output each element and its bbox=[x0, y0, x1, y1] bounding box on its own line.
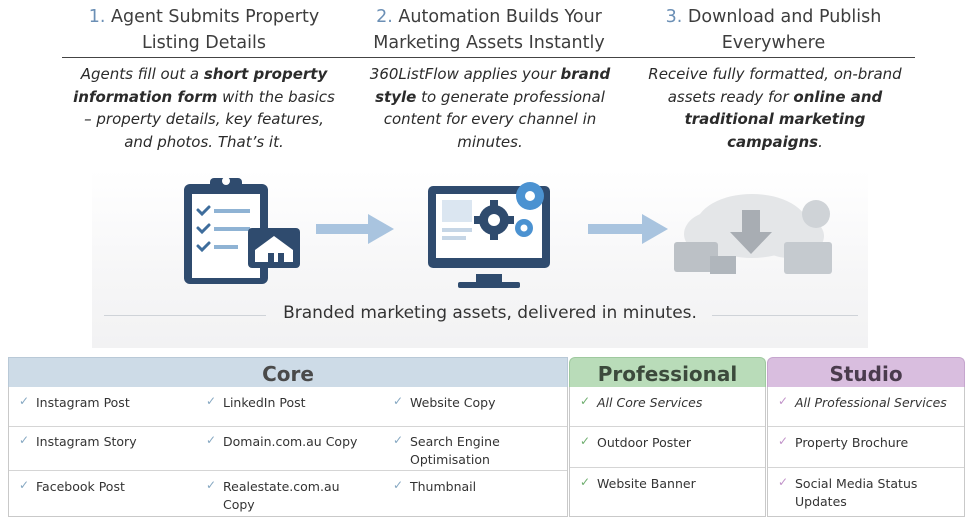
row-divider bbox=[768, 426, 964, 427]
check-icon: ✓ bbox=[19, 394, 30, 408]
check-icon: ✓ bbox=[206, 433, 217, 447]
feature-label: Facebook Post bbox=[36, 479, 125, 494]
desc-2-text-c: to generate professional content for eve… bbox=[383, 87, 605, 151]
check-icon: ✓ bbox=[778, 434, 789, 448]
step-3-description: Receive fully formatted, on-brand assets… bbox=[646, 63, 904, 153]
studio-plan-features: ✓ All Professional Services ✓ Property B… bbox=[767, 387, 965, 517]
check-icon: ✓ bbox=[393, 433, 404, 447]
feature-label: LinkedIn Post bbox=[223, 395, 306, 410]
check-icon: ✓ bbox=[580, 394, 591, 408]
feature-label: Instagram Post bbox=[36, 395, 130, 410]
step-2-title: 2. Automation Builds Your Marketing Asse… bbox=[346, 4, 632, 56]
step-2-number: 2. bbox=[376, 7, 393, 27]
check-icon: ✓ bbox=[19, 478, 30, 492]
desc-2-text-a: 360ListFlow applies your bbox=[369, 65, 561, 83]
feature-label: Website Banner bbox=[597, 476, 696, 491]
cloud-download-icon bbox=[674, 194, 832, 274]
professional-plan-features: ✓ All Core Services ✓ Outdoor Poster ✓ W… bbox=[569, 387, 766, 517]
workflow-illustration bbox=[92, 170, 868, 348]
core-plan-features: ✓ Instagram Post ✓ LinkedIn Post ✓ Websi… bbox=[8, 387, 568, 517]
desc-2-text-bold: brand style bbox=[375, 65, 611, 106]
feature-label: All Professional Services bbox=[795, 395, 947, 410]
clipboard-house-icon bbox=[184, 177, 300, 284]
feature-label: Search Engine Optimisation bbox=[410, 434, 500, 467]
tagline-rule-right bbox=[712, 315, 858, 316]
check-icon: ✓ bbox=[580, 475, 591, 489]
feature-label: Instagram Story bbox=[36, 434, 137, 449]
check-icon: ✓ bbox=[778, 394, 789, 408]
check-icon: ✓ bbox=[393, 394, 404, 408]
step-1-title-text: Agent Submits Property Listing Details bbox=[111, 7, 320, 53]
feature-label: Social Media Status Updates bbox=[795, 476, 918, 509]
check-icon: ✓ bbox=[19, 433, 30, 447]
step-3-title-text: Download and Publish Everywhere bbox=[687, 7, 882, 53]
row-divider bbox=[570, 467, 765, 468]
feature-label: Outdoor Poster bbox=[597, 435, 691, 450]
studio-plan-header: Studio bbox=[767, 357, 965, 387]
desc-1-text-c: with the basics – property details, key … bbox=[84, 87, 335, 151]
desc-1-text-a: Agents fill out a bbox=[80, 65, 204, 83]
check-icon: ✓ bbox=[580, 434, 591, 448]
check-icon: ✓ bbox=[393, 478, 404, 492]
step-2-title-text: Automation Builds Your Marketing Assets … bbox=[373, 7, 605, 53]
step-1-title: 1. Agent Submits Property Listing Detail… bbox=[62, 4, 346, 56]
step-1-number: 1. bbox=[88, 7, 106, 27]
arrow-right-icon bbox=[316, 214, 394, 244]
desc-1-text-bold: short property information form bbox=[73, 65, 328, 106]
arrow-right-icon bbox=[588, 214, 668, 244]
row-divider bbox=[9, 426, 567, 427]
feature-label: Domain.com.au Copy bbox=[223, 434, 358, 449]
check-icon: ✓ bbox=[778, 475, 789, 489]
desc-3-text-bold: online and traditional marketing campaig… bbox=[684, 87, 883, 151]
monitor-gears-icon bbox=[428, 182, 550, 288]
feature-label: Thumbnail bbox=[410, 479, 477, 494]
tagline: Branded marketing assets, delivered in m… bbox=[283, 303, 697, 323]
feature-label: Property Brochure bbox=[795, 435, 909, 450]
row-divider bbox=[9, 470, 567, 471]
core-plan-header: Core bbox=[8, 357, 568, 387]
desc-3-text-a: Receive fully formatted, on-brand assets… bbox=[648, 65, 902, 106]
row-divider bbox=[768, 467, 964, 468]
feature-label: All Core Services bbox=[597, 395, 703, 410]
step-3-title: 3. Download and Publish Everywhere bbox=[632, 4, 915, 56]
feature-label: Realestate.com.au Copy bbox=[223, 479, 340, 512]
feature-label: Website Copy bbox=[410, 395, 496, 410]
step-3-number: 3. bbox=[665, 7, 683, 27]
row-divider bbox=[570, 426, 765, 427]
step-2-description: 360ListFlow applies your brand style to … bbox=[356, 63, 624, 153]
professional-plan-header: Professional bbox=[569, 357, 766, 387]
desc-3-text-c: . bbox=[818, 132, 823, 151]
steps-divider bbox=[62, 57, 915, 58]
step-1-description: Agents fill out a short property informa… bbox=[72, 63, 336, 153]
tagline-rule-left bbox=[104, 315, 266, 316]
check-icon: ✓ bbox=[206, 478, 217, 492]
check-icon: ✓ bbox=[206, 394, 217, 408]
